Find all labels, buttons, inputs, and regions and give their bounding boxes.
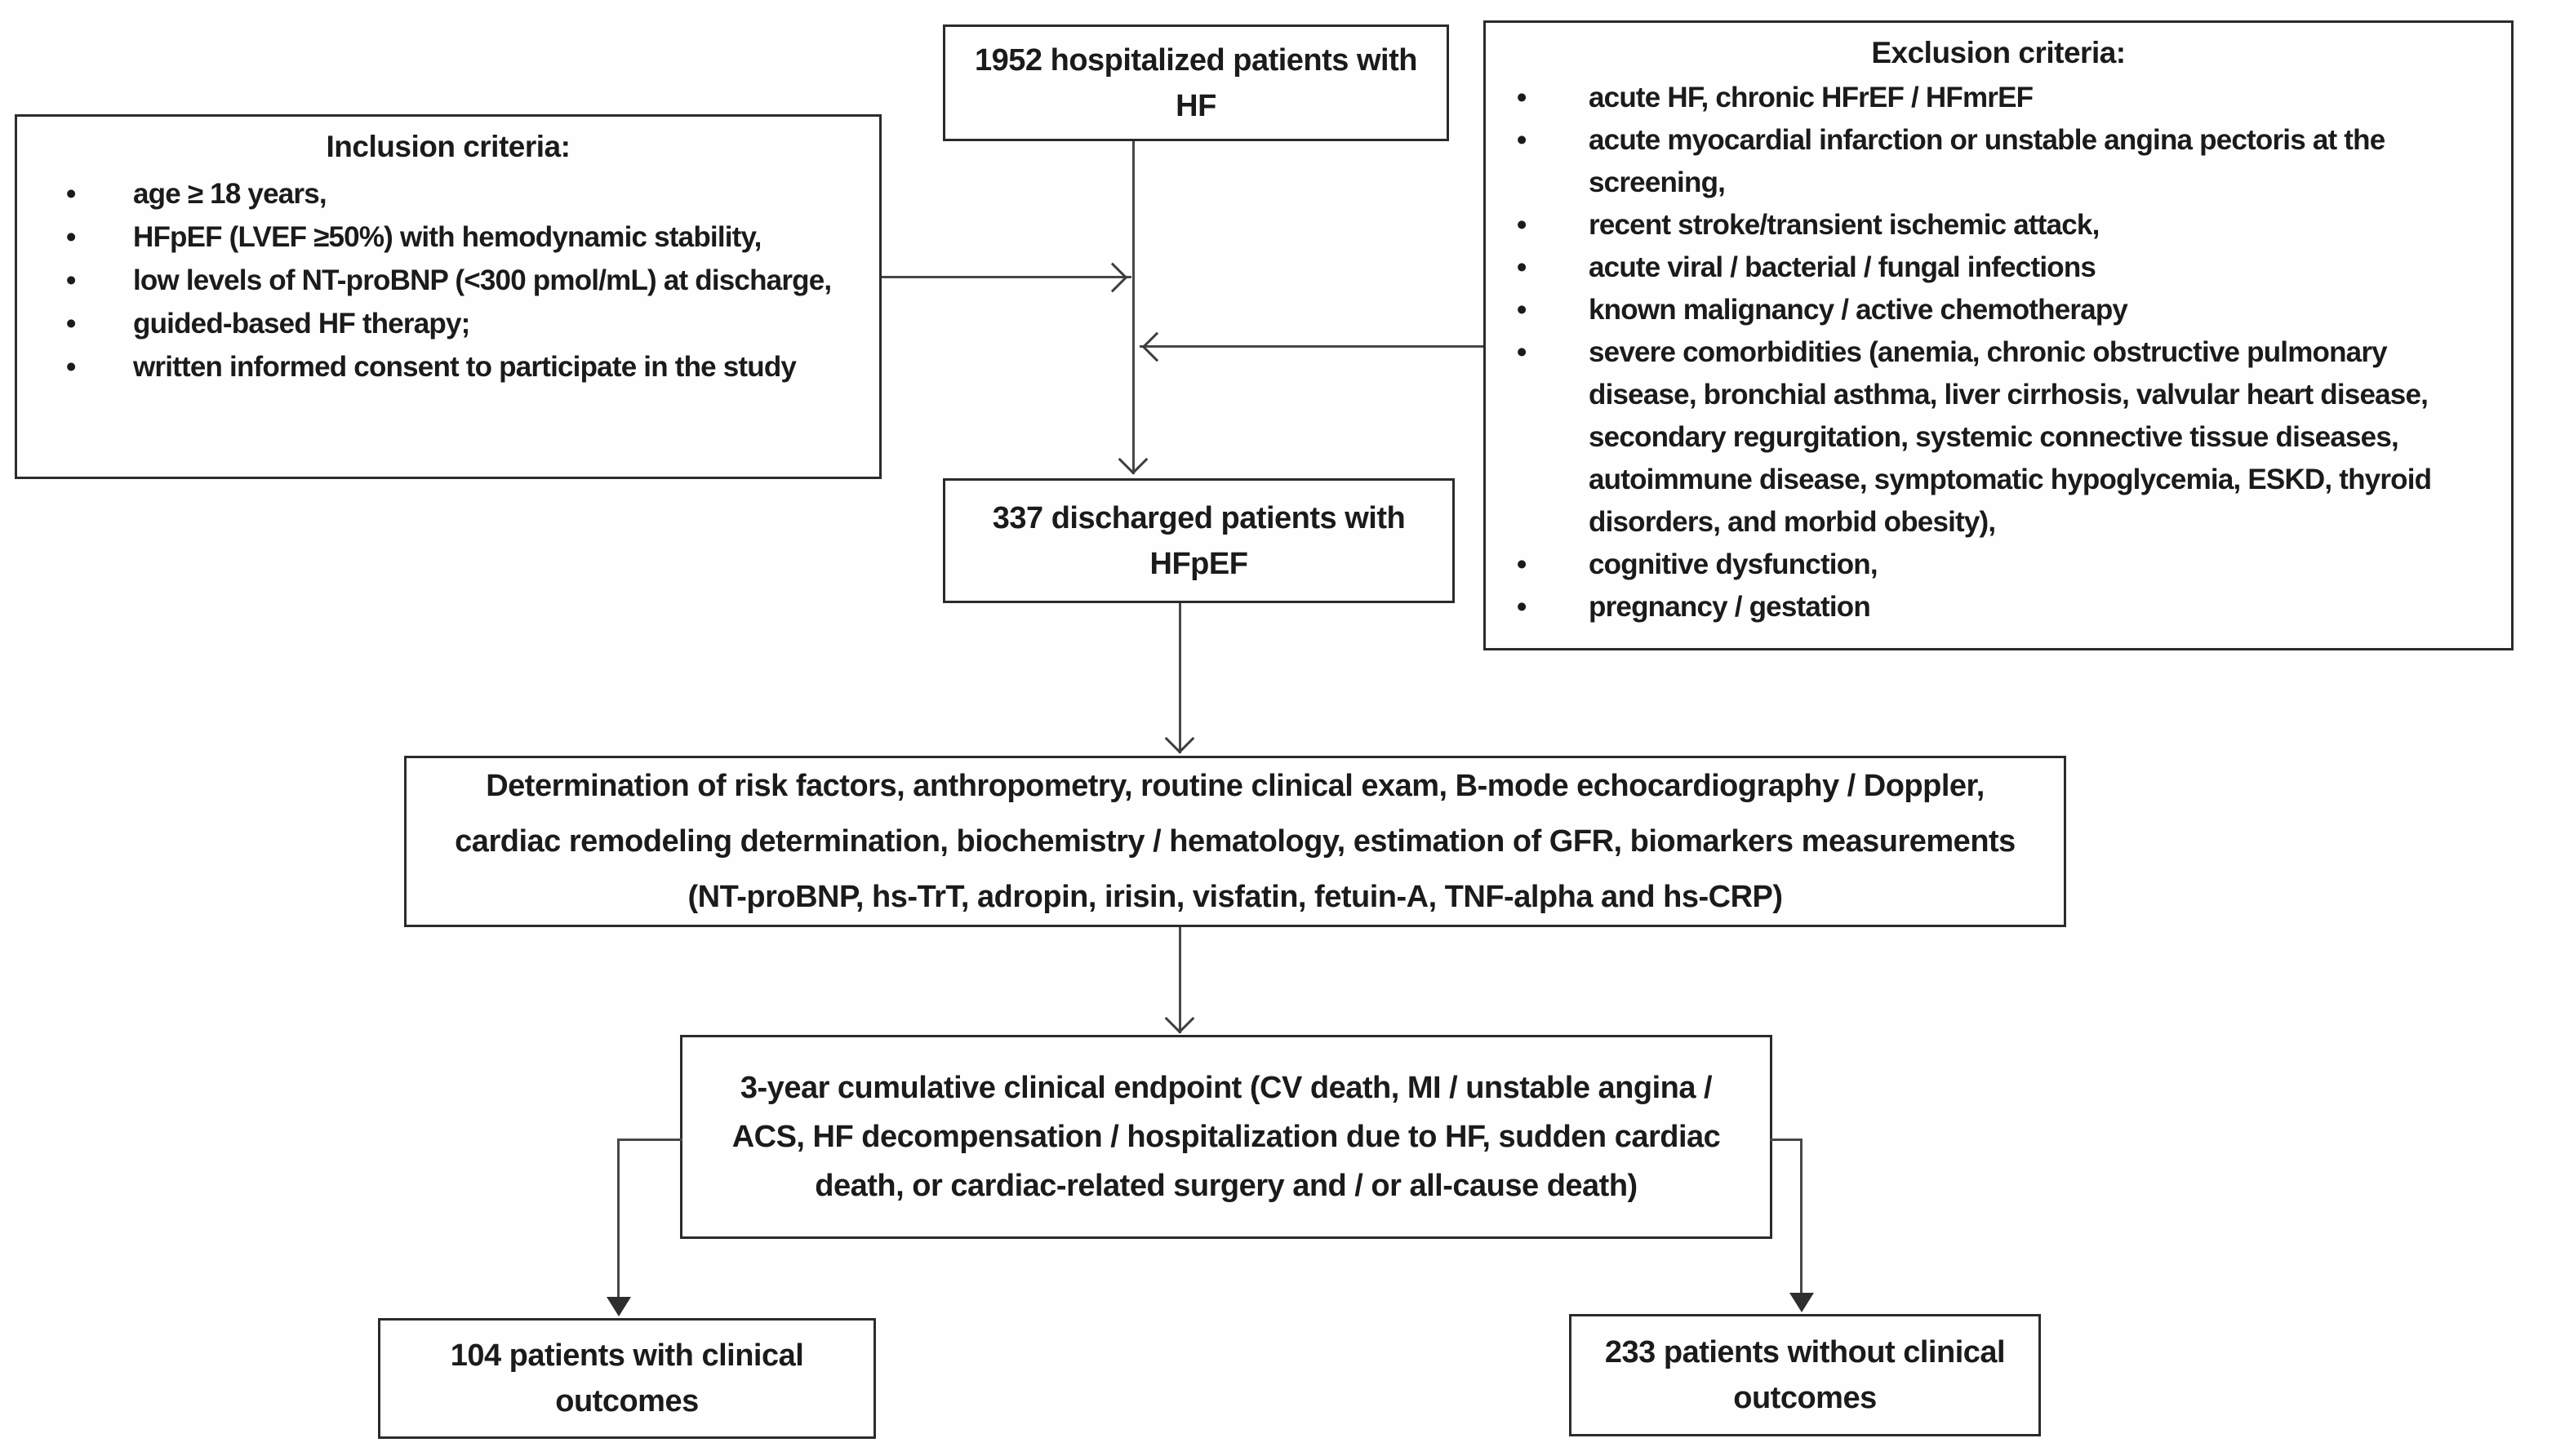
exclusion-criteria-title: Exclusion criteria: xyxy=(1871,36,2126,69)
connector-inclusion-to-trunk xyxy=(882,276,1131,278)
connector-exclusion-to-trunk xyxy=(1140,345,1483,348)
arrow-down-icon xyxy=(1118,444,1149,475)
list-item: severe comorbidities (anemia, chronic ob… xyxy=(1486,331,2495,544)
arrow-right-icon xyxy=(1097,262,1128,293)
determination-label: Determination of risk factors, anthropom… xyxy=(455,769,2016,914)
connector-endpoint-to-with-outcomes xyxy=(617,1139,682,1141)
patients-with-outcomes-box: 104 patients with clinical outcomes xyxy=(378,1318,876,1439)
hospitalized-patients-box: 1952 hospitalized patients with HF xyxy=(943,24,1449,141)
list-item: guided-based HF therapy; xyxy=(17,302,863,345)
hospitalized-patients-label: 1952 hospitalized patients with HF xyxy=(975,42,1417,123)
arrow-down-icon xyxy=(1789,1293,1814,1312)
exclusion-criteria-box: Exclusion criteria: acute HF, chronic HF… xyxy=(1483,20,2514,650)
arrow-down-icon xyxy=(1164,1003,1195,1034)
inclusion-criteria-list: age ≥ 18 years, HFpEF (LVEF ≥50%) with h… xyxy=(17,172,879,388)
inclusion-criteria-title: Inclusion criteria: xyxy=(326,130,571,163)
discharged-patients-box: 337 discharged patients with HFpEF xyxy=(943,478,1455,603)
arrow-left-icon xyxy=(1141,331,1172,362)
connector-endpoint-to-with-outcomes xyxy=(617,1139,620,1298)
exclusion-criteria-list: acute HF, chronic HFrEF / HFmrEF acute m… xyxy=(1486,77,2511,628)
list-item: known malignancy / active chemotherapy xyxy=(1486,289,2495,331)
list-item: HFpEF (LVEF ≥50%) with hemodynamic stabi… xyxy=(17,215,863,259)
connector-discharged-to-determination xyxy=(1179,603,1181,753)
patients-with-outcomes-label: 104 patients with clinical outcomes xyxy=(450,1338,804,1418)
discharged-patients-label: 337 discharged patients with HFpEF xyxy=(992,500,1406,581)
list-item: recent stroke/transient ischemic attack, xyxy=(1486,204,2495,246)
clinical-endpoint-label: 3-year cumulative clinical endpoint (CV … xyxy=(731,1071,1721,1203)
patients-without-outcomes-box: 233 patients without clinical outcomes xyxy=(1569,1314,2041,1436)
list-item: acute HF, chronic HFrEF / HFmrEF xyxy=(1486,77,2495,119)
arrow-down-icon xyxy=(1164,723,1195,754)
clinical-endpoint-box: 3-year cumulative clinical endpoint (CV … xyxy=(680,1035,1772,1239)
determination-box: Determination of risk factors, anthropom… xyxy=(404,756,2066,927)
connector-endpoint-to-without-outcomes xyxy=(1800,1139,1803,1294)
patients-without-outcomes-label: 233 patients without clinical outcomes xyxy=(1604,1335,2006,1415)
inclusion-criteria-box: Inclusion criteria: age ≥ 18 years, HFpE… xyxy=(15,114,882,479)
list-item: pregnancy / gestation xyxy=(1486,586,2495,628)
connector-hospitalized-to-discharged xyxy=(1132,141,1135,474)
list-item: cognitive dysfunction, xyxy=(1486,544,2495,586)
list-item: low levels of NT-proBNP (<300 pmol/mL) a… xyxy=(17,259,863,302)
list-item: age ≥ 18 years, xyxy=(17,172,863,215)
list-item: acute viral / bacterial / fungal infecti… xyxy=(1486,246,2495,289)
connector-endpoint-to-without-outcomes xyxy=(1770,1139,1803,1141)
list-item: acute myocardial infarction or unstable … xyxy=(1486,119,2495,204)
list-item: written informed consent to participate … xyxy=(17,345,863,388)
connector-determination-to-endpoint xyxy=(1179,927,1181,1033)
arrow-down-icon xyxy=(607,1297,631,1316)
